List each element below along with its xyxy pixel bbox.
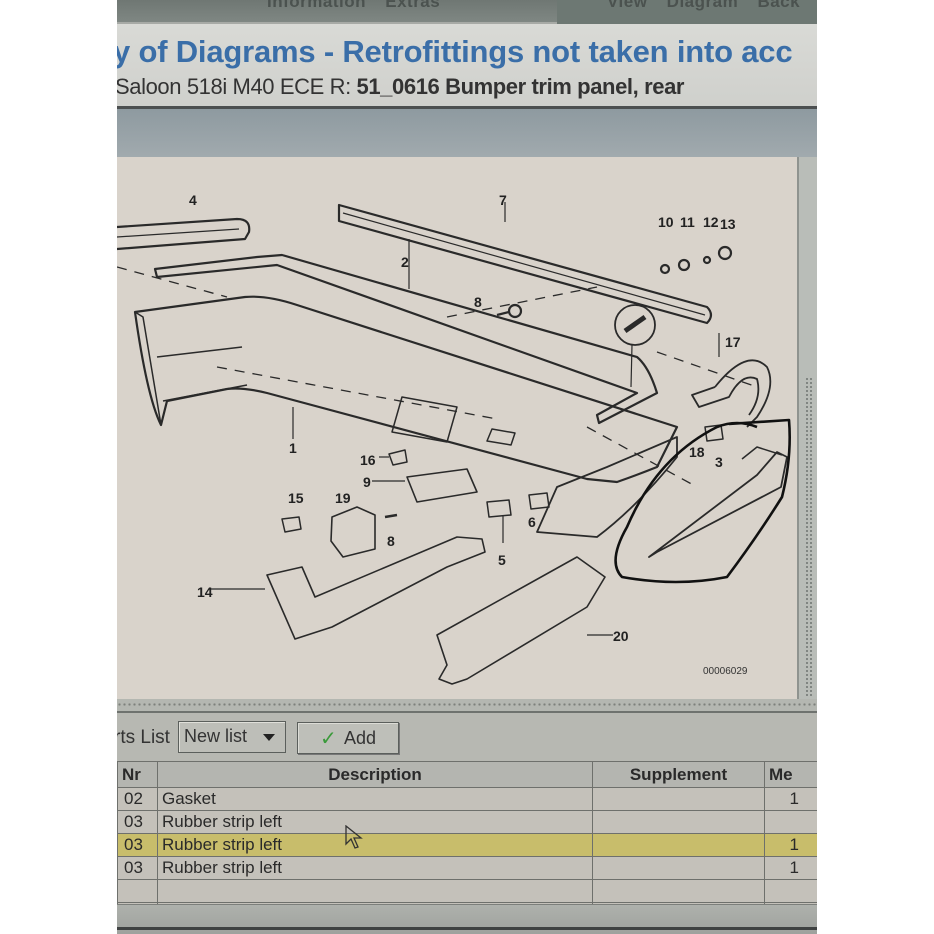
cell-supplement [592, 810, 765, 834]
column-header-supplement[interactable]: Supplement [592, 761, 765, 788]
menu-bar-right: View Diagram Back [557, 0, 817, 26]
page-title: y of Diagrams - Retrofittings not taken … [117, 34, 793, 69]
cell-description: Rubber strip left [157, 856, 593, 880]
cell-supplement [592, 879, 765, 903]
title-band: y of Diagrams - Retrofittings not taken … [117, 24, 817, 109]
mouse-pointer-icon [345, 825, 363, 849]
callout-6: 6 [528, 514, 536, 530]
callout-3: 3 [715, 454, 723, 470]
cell-description: Rubber strip left [157, 833, 593, 857]
list-select[interactable]: New list [178, 721, 286, 753]
cell-description [157, 879, 593, 903]
callout-19: 19 [335, 490, 351, 506]
cell-qty: 1 [764, 787, 817, 811]
cell-qty [764, 810, 817, 834]
cell-description: Rubber strip left [157, 810, 593, 834]
table-header: Nr Description Supplement Me [117, 761, 817, 788]
screen-photo: Information Extras View Diagram Back y o… [117, 0, 817, 934]
column-header-nr[interactable]: Nr [117, 761, 158, 788]
callout-11: 11 [680, 214, 695, 230]
parts-list-toolbar: rts List New list ✓ Add [117, 713, 817, 761]
vehicle-model: Saloon 518i M40 ECE [117, 74, 324, 99]
menu-back[interactable]: Back [757, 0, 801, 11]
cell-nr: 03 [117, 810, 158, 834]
add-button[interactable]: ✓ Add [297, 722, 399, 754]
callout-8-upper: 8 [474, 294, 482, 310]
menu-bar: Information Extras View Diagram Back [117, 0, 817, 26]
exploded-view-drawing: 4 2 7 10 11 12 13 8 17 1 16 9 18 3 15 19… [117, 192, 791, 685]
cell-nr: 03 [117, 833, 158, 857]
column-header-me[interactable]: Me [764, 761, 817, 788]
diagram-reference: 51_0616 Bumper trim panel, rear [356, 74, 685, 99]
callout-8-lower: 8 [387, 533, 395, 549]
callout-9: 9 [363, 474, 371, 490]
chevron-down-icon [263, 734, 275, 741]
callout-18: 18 [689, 444, 705, 460]
table-row[interactable]: 03 Rubber strip left [117, 810, 817, 834]
table-row-selected[interactable]: 03 Rubber strip left 1 [117, 833, 817, 857]
image-code: 00006029 [703, 666, 748, 677]
checkmark-icon: ✓ [320, 728, 337, 750]
callout-10: 10 [658, 214, 674, 230]
pane-splitter[interactable] [117, 699, 817, 713]
callout-2: 2 [401, 254, 409, 270]
parts-list-label: rts List [117, 727, 170, 748]
menu-information[interactable]: Information [267, 0, 366, 11]
menu-view[interactable]: View [607, 0, 648, 11]
callout-16: 16 [360, 452, 376, 468]
cell-supplement [592, 856, 765, 880]
cell-nr [117, 879, 158, 903]
menu-extras[interactable]: Extras [385, 0, 441, 11]
cell-nr: 03 [117, 856, 158, 880]
cell-supplement [592, 787, 765, 811]
callout-12: 12 [703, 214, 719, 230]
table-row[interactable]: 02 Gasket 1 [117, 787, 817, 811]
callout-20: 20 [613, 628, 629, 644]
region-prefix: R: [329, 74, 352, 99]
cell-qty: 1 [764, 833, 817, 857]
callout-1: 1 [289, 440, 297, 456]
parts-diagram[interactable]: 4 2 7 10 11 12 13 8 17 1 16 9 18 3 15 19… [117, 157, 797, 699]
bottom-border [117, 927, 817, 930]
window-bottom-edge [117, 904, 817, 934]
header-spacer [117, 109, 817, 157]
callout-17: 17 [725, 334, 741, 350]
callout-14: 14 [197, 584, 213, 600]
callout-13: 13 [720, 216, 736, 232]
cell-qty: 1 [764, 856, 817, 880]
vehicle-info: Saloon 518i M40 ECE R: 51_0616 Bumper tr… [117, 74, 684, 100]
column-header-description[interactable]: Description [157, 761, 593, 788]
cell-nr: 02 [117, 787, 158, 811]
list-select-value: New list [184, 726, 248, 746]
parts-table: Nr Description Supplement Me 02 Gasket 1… [117, 761, 817, 918]
cell-qty [764, 879, 817, 903]
add-button-label: Add [344, 728, 377, 748]
callout-5: 5 [498, 552, 506, 568]
diagram-scrollbar[interactable] [797, 157, 817, 699]
cell-description: Gasket [157, 787, 593, 811]
table-row[interactable]: 03 Rubber strip left 1 [117, 856, 817, 880]
splitter-grip[interactable] [117, 702, 817, 707]
callout-7: 7 [499, 192, 507, 208]
menu-diagram[interactable]: Diagram [666, 0, 739, 11]
cell-supplement [592, 833, 765, 857]
scrollbar-track[interactable] [805, 377, 813, 697]
table-row[interactable] [117, 879, 817, 903]
callout-4: 4 [189, 192, 197, 208]
callout-15: 15 [288, 490, 304, 506]
